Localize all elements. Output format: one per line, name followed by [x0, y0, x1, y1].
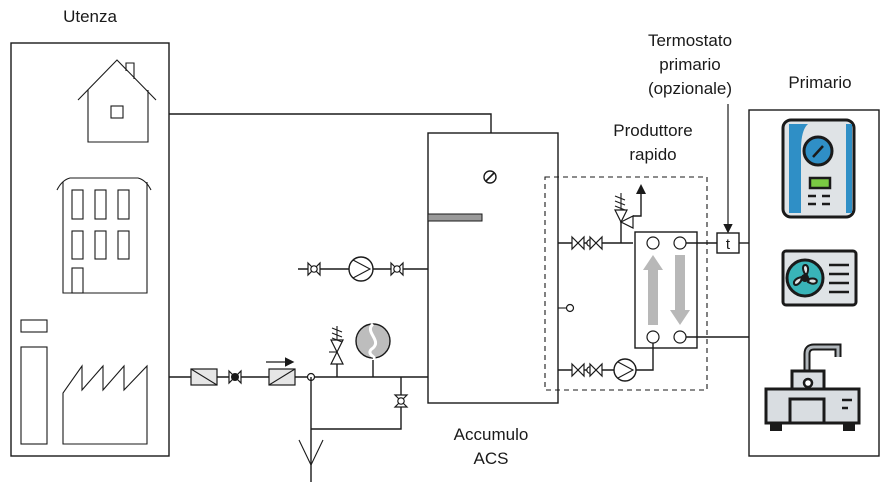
drain-funnel-icon — [298, 439, 324, 467]
check-valve-icon — [266, 357, 296, 386]
thermostat-symbol: t — [726, 236, 731, 253]
primario-panel — [748, 109, 880, 457]
recirc-pump-icon — [348, 256, 374, 282]
hx-lower-connection — [636, 343, 654, 371]
inlet-valve-icon — [228, 369, 242, 385]
factory-icon — [62, 364, 148, 445]
tank-coil — [427, 213, 483, 222]
industrial-blocks-icon — [20, 319, 48, 445]
apartment-building-icon — [56, 177, 152, 294]
return-pipe — [169, 113, 492, 133]
inlet-filter-icon — [190, 368, 218, 386]
produttore-label-line2: rapido — [629, 145, 676, 164]
safety-valve-icon — [329, 326, 344, 365]
tank-thermometer-icon — [483, 170, 497, 184]
hx-port-br — [673, 330, 687, 344]
accumulo-tank — [427, 132, 559, 404]
chiller-unit-icon — [764, 343, 861, 431]
expansion-vessel-icon — [355, 322, 391, 360]
wall-boiler-icon — [781, 118, 856, 219]
primario-label: Primario — [788, 73, 851, 92]
accumulo-label-line2: ACS — [474, 449, 509, 468]
hx-safety-valve-icon — [614, 184, 646, 229]
termostato-label-line3: (opzionale) — [648, 79, 732, 98]
utenza-label: Utenza — [63, 7, 117, 26]
hx-port-tr — [673, 236, 687, 250]
house-icon — [77, 59, 157, 143]
produttore-label-line1: Produttore — [613, 121, 692, 140]
hx-lower-valve-icon — [571, 362, 603, 378]
tank-sensor-port — [565, 303, 575, 313]
termostato-label-line1: Termostato — [648, 31, 732, 50]
produttore-rapido-boundary — [544, 176, 708, 391]
drain-valve-icon — [393, 394, 409, 408]
recirc-valve-right — [390, 261, 404, 277]
hx-up-arrow — [643, 255, 663, 325]
hx-upper-valve-icon — [571, 235, 603, 251]
recirc-valve-left — [307, 261, 321, 277]
hx-pump-icon — [613, 358, 637, 382]
termostato-label-line2: primario — [659, 55, 720, 74]
plate-heat-exchanger — [634, 231, 698, 349]
utenza-panel — [10, 42, 170, 457]
accumulo-label-line1: Accumulo — [454, 425, 529, 444]
tank-drain-pipe — [311, 377, 402, 430]
hx-down-arrow — [670, 255, 690, 325]
heat-pump-icon — [781, 249, 858, 307]
hx-port-bl — [646, 330, 660, 344]
hx-port-tl — [646, 236, 660, 250]
